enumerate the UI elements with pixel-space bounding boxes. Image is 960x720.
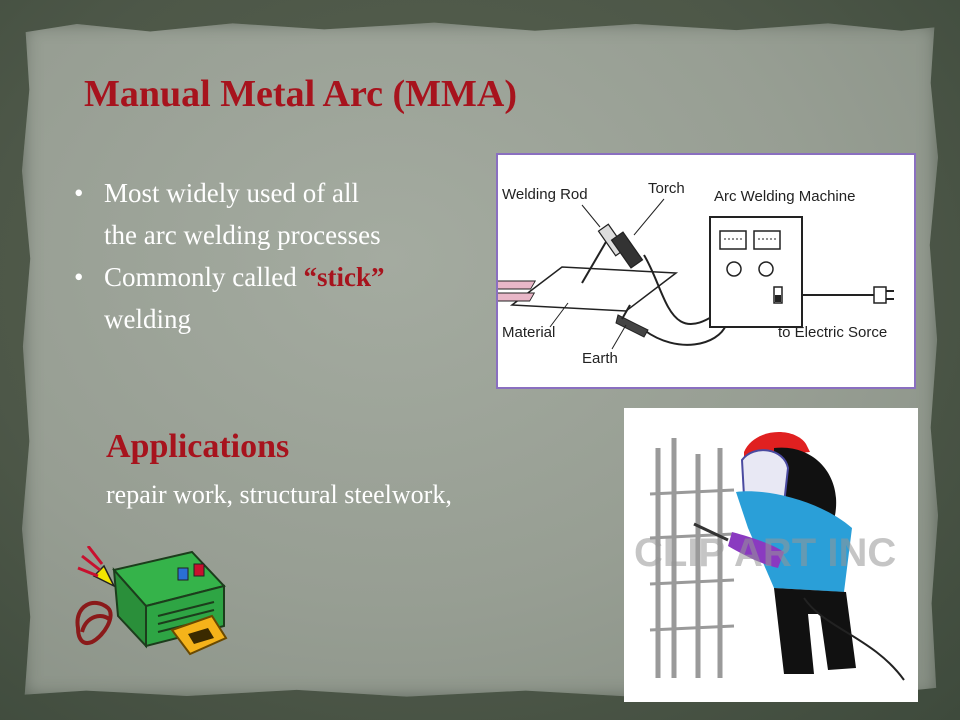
leader-line bbox=[581, 204, 601, 228]
torch-icon bbox=[581, 223, 644, 284]
leader-line bbox=[611, 324, 627, 350]
label-welding-rod: Welding Rod bbox=[502, 186, 588, 203]
material-plate bbox=[509, 266, 679, 312]
bullet-2-line-2: welding bbox=[104, 304, 191, 334]
bullet-marker: • bbox=[74, 262, 84, 292]
leader-line bbox=[549, 302, 569, 328]
label-earth: Earth bbox=[582, 350, 618, 367]
watermark-text: CLIP ART INC bbox=[634, 531, 896, 575]
bullet-2-prefix: Commonly called bbox=[104, 262, 304, 292]
bullet-1-line-2: the arc welding processes bbox=[104, 220, 381, 250]
bullet-1-line-1: Most widely used of all bbox=[104, 178, 359, 208]
weld-bead bbox=[498, 292, 536, 302]
arc-welding-diagram: Welding Rod Torch Arc Welding Machine Ma… bbox=[496, 153, 916, 389]
earth-clamp-icon bbox=[615, 304, 649, 338]
welder-clipart-image: CLIP ART INC bbox=[624, 408, 918, 702]
welding-machine-clipart-icon bbox=[74, 545, 234, 666]
applications-heading: Applications bbox=[106, 428, 290, 465]
stick-highlight: “stick” bbox=[303, 262, 385, 292]
label-machine: Arc Welding Machine bbox=[714, 188, 855, 205]
bullet-item: • Most widely used of all the arc weldin… bbox=[74, 172, 494, 256]
weld-bead bbox=[498, 280, 537, 290]
label-electric: to Electric Sorce bbox=[778, 324, 887, 341]
applications-text: repair work, structural steelwork, bbox=[106, 480, 452, 509]
bullet-list: • Most widely used of all the arc weldin… bbox=[74, 172, 494, 340]
welding-machine-icon bbox=[709, 216, 803, 328]
bullet-item: • Commonly called “stick” welding bbox=[74, 256, 494, 340]
leader-line bbox=[633, 198, 665, 236]
bullet-marker: • bbox=[74, 178, 84, 208]
slide-title: Manual Metal Arc (MMA) bbox=[84, 73, 518, 115]
label-material: Material bbox=[502, 324, 555, 341]
plug-icon bbox=[873, 286, 894, 304]
label-torch: Torch bbox=[648, 180, 685, 197]
